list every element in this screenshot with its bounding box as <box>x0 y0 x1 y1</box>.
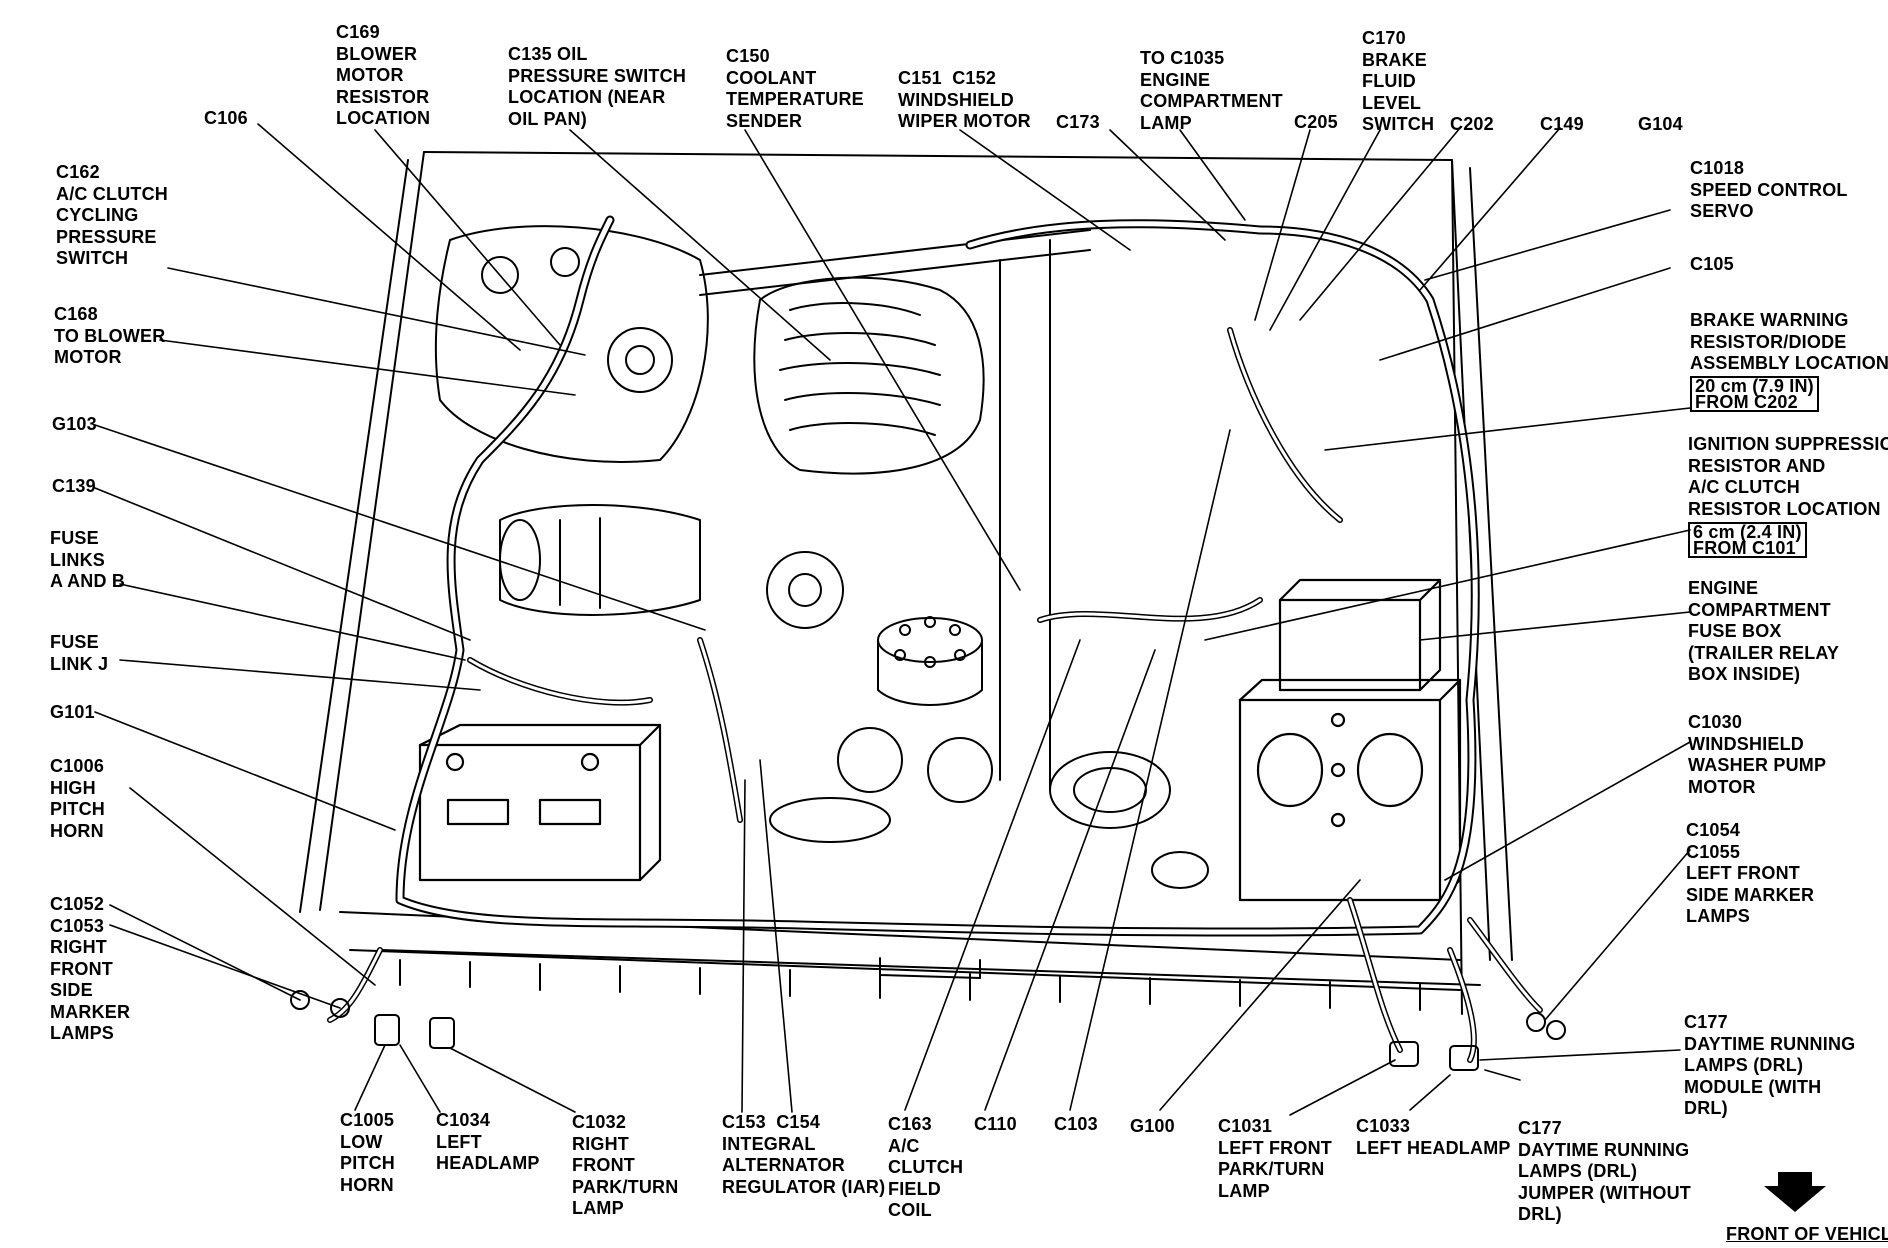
radiator-fan <box>434 225 709 463</box>
label-c205: C205 <box>1294 112 1338 132</box>
label-ignition-suppression: IGNITION SUPPRESSION RESISTOR AND A/C CL… <box>1688 434 1888 519</box>
label-brake-warning: BRAKE WARNING RESISTOR/DIODE ASSEMBLY LO… <box>1690 310 1888 373</box>
label-c173: C173 <box>1056 112 1100 132</box>
label-c169: C169 BLOWER MOTOR RESISTOR LOCATION <box>336 22 431 128</box>
label-c1005: C1005 LOW PITCH HORN <box>340 1110 395 1195</box>
label-c110: C110 <box>974 1114 1017 1134</box>
label-c163: C163 A/C CLUTCH FIELD COIL <box>888 1114 964 1220</box>
branch-harness <box>327 327 1543 1063</box>
label-c139: C139 <box>52 476 96 496</box>
air-cleaner <box>499 504 701 616</box>
label-c1030: C1030 WINDSHIELD WASHER PUMP MOTOR <box>1688 712 1827 797</box>
label-c202: C202 <box>1450 114 1494 134</box>
label-c149: C149 <box>1540 114 1584 134</box>
fuse-box <box>1278 578 1442 692</box>
bottom-connectors <box>290 990 1566 1071</box>
label-c106: C106 <box>204 108 248 128</box>
pulleys <box>769 751 1209 889</box>
label-c1034: C1034 LEFT HEADLAMP <box>436 1110 540 1173</box>
label-brake-warning-distance: 20 cm (7.9 IN) FROM C202 <box>1690 376 1819 412</box>
label-ignition-distance: 6 cm (2.4 IN) FROM C101 <box>1688 522 1807 558</box>
label-c151-c152: C151 C152 WINDSHIELD WIPER MOTOR <box>898 68 1031 131</box>
label-c135: C135 OIL PRESSURE SWITCH LOCATION (NEAR … <box>508 44 687 129</box>
intake-manifold <box>699 229 1091 791</box>
label-c170: C170 BRAKE FLUID LEVEL SWITCH <box>1362 28 1435 134</box>
label-c1052-c1053: C1052 C1053 RIGHT FRONT SIDE MARKER LAMP… <box>50 894 131 1043</box>
label-c1031: C1031 LEFT FRONT PARK/TURN LAMP <box>1218 1116 1332 1201</box>
radiator-support <box>379 949 1481 1011</box>
label-c177-drl-module: C177 DAYTIME RUNNING LAMPS (DRL) MODULE … <box>1684 1012 1856 1118</box>
label-g104: G104 <box>1638 114 1683 134</box>
front-arrow-icon <box>1764 1172 1826 1212</box>
label-c168: C168 TO BLOWER MOTOR <box>54 304 166 367</box>
label-c153-c154: C153 C154 INTEGRAL ALTERNATOR REGULATOR … <box>722 1112 886 1197</box>
label-c1018: C1018 SPEED CONTROL SERVO <box>1690 158 1848 221</box>
label-fuse-links-a-b: FUSE LINKS A AND B <box>50 528 126 591</box>
battery <box>418 723 662 882</box>
label-c1006: C1006 HIGH PITCH HORN <box>50 756 105 841</box>
label-g101: G101 <box>50 702 95 722</box>
label-c177-drl-jumper: C177 DAYTIME RUNNING LAMPS (DRL) JUMPER … <box>1518 1118 1691 1224</box>
label-c103: C103 <box>1054 1114 1098 1134</box>
label-fuse-link-j: FUSE LINK J <box>50 632 109 674</box>
label-g100: G100 <box>1130 1116 1175 1136</box>
label-c1054-c1055: C1054 C1055 LEFT FRONT SIDE MARKER LAMPS <box>1686 820 1815 926</box>
main-harness <box>395 215 1480 937</box>
label-g103: G103 <box>52 414 97 434</box>
leader-lines <box>94 123 1691 1116</box>
alternator <box>766 551 993 803</box>
label-to-c1035: TO C1035 ENGINE COMPARTMENT LAMP <box>1140 48 1283 133</box>
label-c105: C105 <box>1690 254 1734 274</box>
label-c150: C150 COOLANT TEMPERATURE SENDER <box>726 46 864 131</box>
washer-reservoir <box>1238 678 1462 902</box>
label-c162: C162 A/C CLUTCH CYCLING PRESSURE SWITCH <box>56 162 168 268</box>
distributor <box>877 616 983 706</box>
label-c1032: C1032 RIGHT FRONT PARK/TURN LAMP <box>572 1112 679 1218</box>
label-c1033: C1033 LEFT HEADLAMP <box>1356 1116 1511 1158</box>
label-fuse-box: ENGINE COMPARTMENT FUSE BOX (TRAILER REL… <box>1688 578 1840 684</box>
label-front-of-vehicle: FRONT OF VEHICLE <box>1726 1224 1888 1244</box>
